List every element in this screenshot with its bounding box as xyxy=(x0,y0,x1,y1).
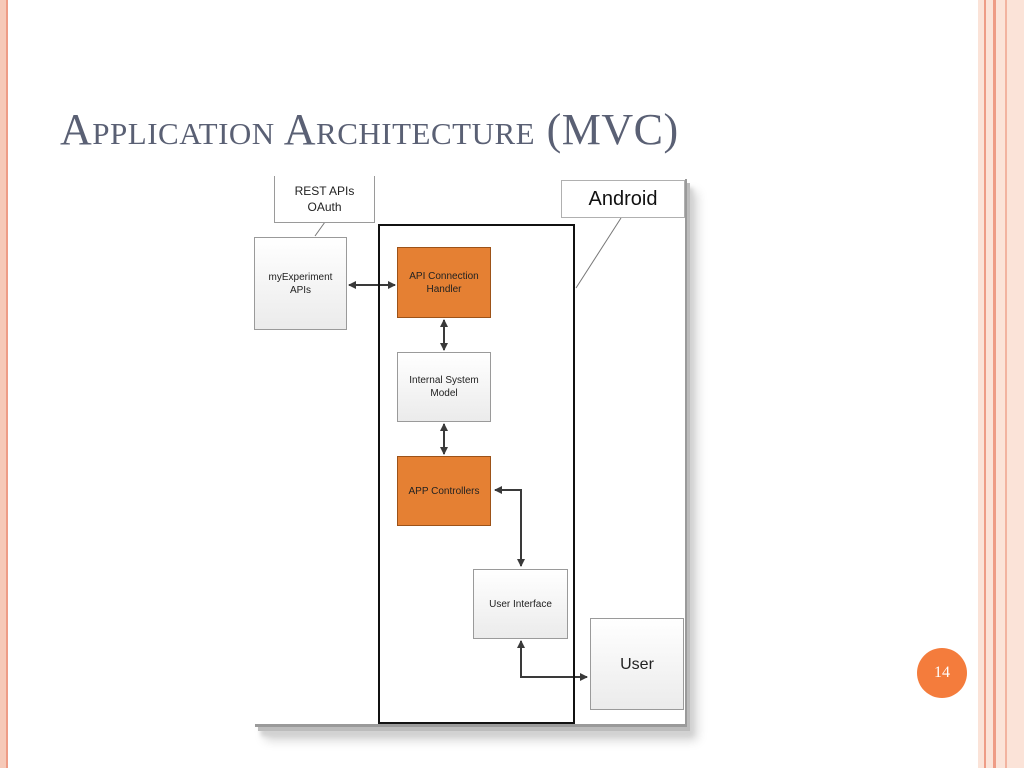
band-line xyxy=(1005,0,1007,768)
right-decorative-band xyxy=(978,0,1024,768)
android-callout-leader xyxy=(575,217,622,289)
internal-system-model-box: Internal System Model xyxy=(397,352,491,422)
android-label: Android xyxy=(561,180,685,218)
rest-callout-leader xyxy=(314,221,326,237)
left-decorative-rule xyxy=(0,0,8,768)
user-box: User xyxy=(590,618,684,710)
user-interface-box: User Interface xyxy=(473,569,568,639)
band-line xyxy=(984,0,986,768)
android-boundary xyxy=(378,224,575,724)
band-line xyxy=(993,0,996,768)
rest-apis-callout: REST APIs OAuth xyxy=(274,176,375,223)
architecture-diagram: REST APIs OAuth Android myExperiment API… xyxy=(253,176,685,724)
arrow-controllers-ui xyxy=(494,486,525,567)
api-connection-handler-box: API Connection Handler xyxy=(397,247,491,318)
arrow-ui-user xyxy=(517,640,588,681)
slide-title: Application Architecture (MVC) xyxy=(60,105,679,154)
diagram-connectors xyxy=(314,217,622,681)
myexperiment-apis-box: myExperiment APIs xyxy=(254,237,347,330)
app-controllers-box: APP Controllers xyxy=(397,456,491,526)
page-number-badge: 14 xyxy=(917,648,967,698)
